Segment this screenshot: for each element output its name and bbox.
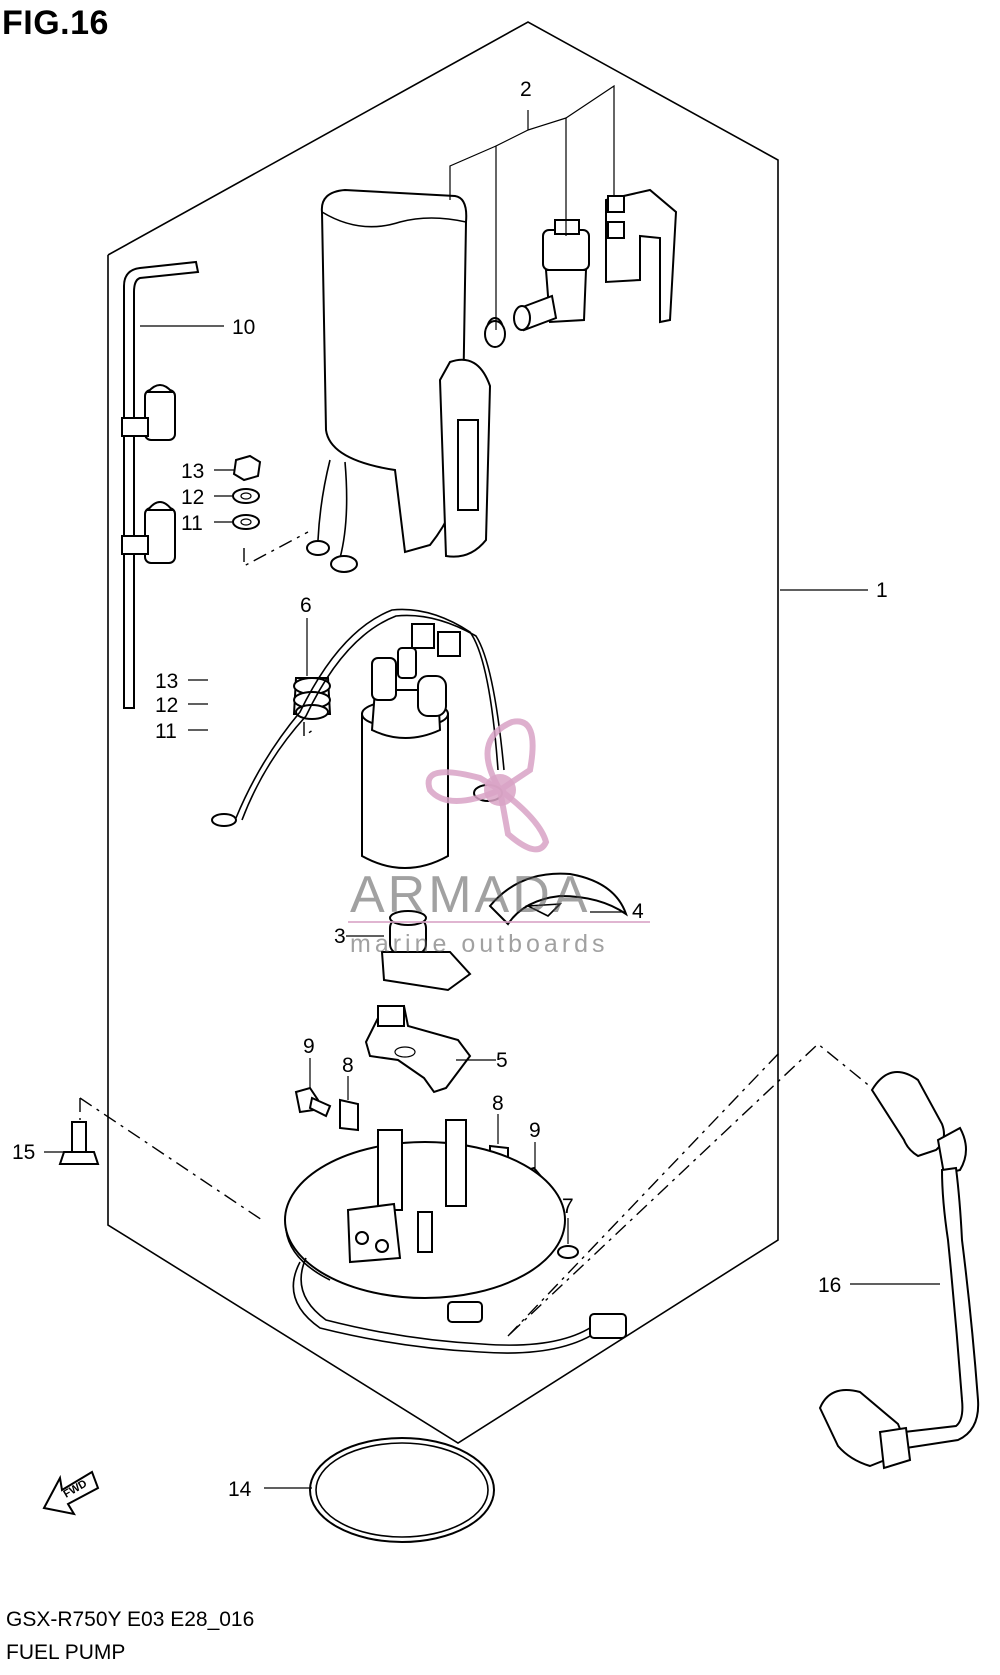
o-ring-small xyxy=(484,320,506,348)
fuel-pump-housing xyxy=(243,188,492,573)
diagram-name: FUEL PUMP xyxy=(6,1641,126,1664)
callout-10: 10 xyxy=(232,316,255,339)
callout-15: 15 xyxy=(12,1141,35,1164)
callout-14: 14 xyxy=(228,1478,252,1501)
callout-9-right: 9 xyxy=(529,1119,541,1142)
callout-labels: 1 2 3 4 5 6 7 8 8 9 9 10 11 11 12 12 13 … xyxy=(12,78,888,1501)
regulator-bracket xyxy=(605,188,678,324)
base-wire-harness xyxy=(292,1051,781,1354)
leader-lines xyxy=(44,84,940,1489)
callout-8-left: 8 xyxy=(342,1054,354,1077)
callout-5: 5 xyxy=(496,1049,508,1072)
nut-washer-set-upper xyxy=(232,454,262,530)
screw-left xyxy=(294,1086,332,1118)
callout-8-right: 8 xyxy=(492,1092,504,1115)
callout-3: 3 xyxy=(334,925,346,948)
callout-4: 4 xyxy=(632,900,644,923)
callout-2: 2 xyxy=(520,78,532,101)
nut-plate-left xyxy=(339,1098,359,1132)
callout-6: 6 xyxy=(300,594,312,617)
callout-13-upper: 13 xyxy=(181,460,204,483)
pump-bracket-ring xyxy=(488,872,628,926)
callout-1: 1 xyxy=(876,579,888,602)
callout-13-lower: 13 xyxy=(155,670,178,693)
gasket-7 xyxy=(557,1245,579,1259)
watermark-tagline: marine outboards xyxy=(350,930,609,958)
tank-o-ring xyxy=(309,1437,495,1543)
callout-12-lower: 12 xyxy=(155,694,178,717)
vent-hose xyxy=(121,260,200,709)
assembly-boundary xyxy=(107,21,779,1444)
fuel-filter xyxy=(380,910,472,992)
armada-watermark: ARMADA marine outboards xyxy=(348,718,650,958)
watermark-brand: ARMADA xyxy=(350,866,590,924)
callout-7: 7 xyxy=(562,1195,574,1218)
callout-9-left: 9 xyxy=(303,1035,315,1058)
callout-11-upper: 11 xyxy=(181,512,203,535)
fuel-pump-motor xyxy=(361,623,461,869)
pump-base-plate xyxy=(284,1119,566,1299)
callout-16: 16 xyxy=(818,1274,841,1297)
callout-11-lower: 11 xyxy=(155,720,177,743)
retainer-plate xyxy=(364,1004,472,1094)
fwd-arrow-icon: FWD xyxy=(42,1470,100,1516)
propeller-logo-icon xyxy=(425,718,550,853)
callout-12-upper: 12 xyxy=(181,486,204,509)
bolt-15 xyxy=(58,1121,100,1165)
fuel-feed-hose xyxy=(509,1043,980,1470)
figure-title: FIG.16 xyxy=(2,4,109,42)
diagram-code: GSX-R750Y E03 E28_016 xyxy=(6,1608,255,1631)
